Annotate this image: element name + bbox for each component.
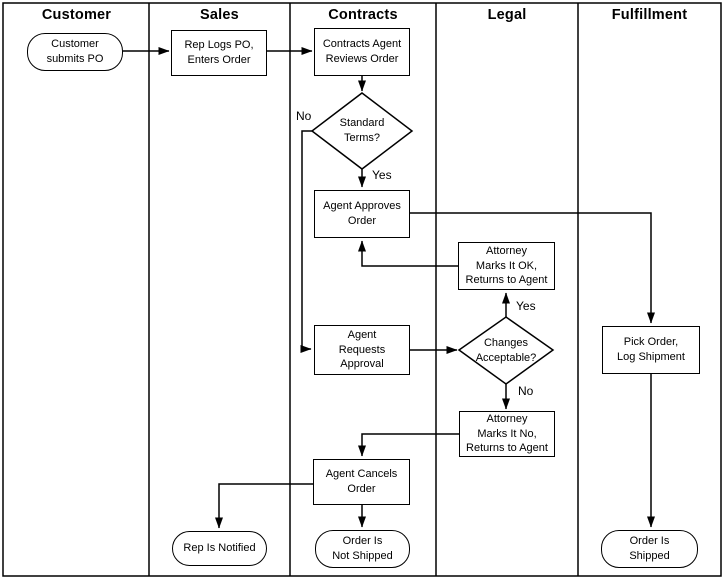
edge-cancel-to-rep-notified [215, 483, 313, 529]
node-agent-requests-approval: Agent Requests Approval [314, 325, 410, 375]
decision-diamond-changes-acceptable [457, 316, 555, 385]
lane-header-customer: Customer [41, 7, 112, 23]
node-contracts-agent-reviews: Contracts Agent Reviews Order [314, 28, 410, 76]
node-order-is-shipped: Order Is Shipped [601, 530, 698, 568]
lane-header-legal: Legal [487, 7, 527, 23]
node-rep-is-notified: Rep Is Notified [172, 531, 267, 566]
edge-approve-to-pick-order [410, 212, 655, 324]
node-customer-submits-po: Customer submits PO [27, 33, 123, 71]
lane-header-sales: Sales [200, 7, 239, 23]
node-attorney-marks-ok: Attorney Marks It OK, Returns to Agent [458, 242, 555, 290]
node-rep-logs-po: Rep Logs PO, Enters Order [171, 30, 267, 76]
node-agent-cancels-order: Agent Cancels Order [313, 459, 410, 505]
decision-diamond-standard-terms [310, 92, 414, 170]
node-pick-order-log-shipment: Pick Order, Log Shipment [602, 326, 700, 374]
edge-attorney-no-to-cancel [358, 433, 459, 457]
edge-label-standard-terms-yes: Yes [371, 168, 393, 182]
edge-label-changes-yes: Yes [515, 299, 537, 313]
node-standard-terms-label: Standard Terms? [339, 117, 385, 144]
node-agent-approves-order: Agent Approves Order [314, 190, 410, 238]
node-changes-acceptable-label: Changes Acceptable? [475, 336, 537, 364]
node-attorney-marks-no: Attorney Marks It No, Returns to Agent [459, 411, 555, 457]
edge-label-changes-no: No [517, 384, 535, 398]
lane-header-contracts: Contracts [328, 7, 398, 23]
lane-header-fulfillment: Fulfillment [611, 7, 688, 23]
node-order-is-not-shipped: Order Is Not Shipped [315, 530, 410, 568]
edge-label-standard-terms-no: No [295, 109, 313, 123]
edge-standard-terms-no-to-request [300, 130, 314, 353]
edge-attorney-ok-to-approve [358, 240, 458, 267]
